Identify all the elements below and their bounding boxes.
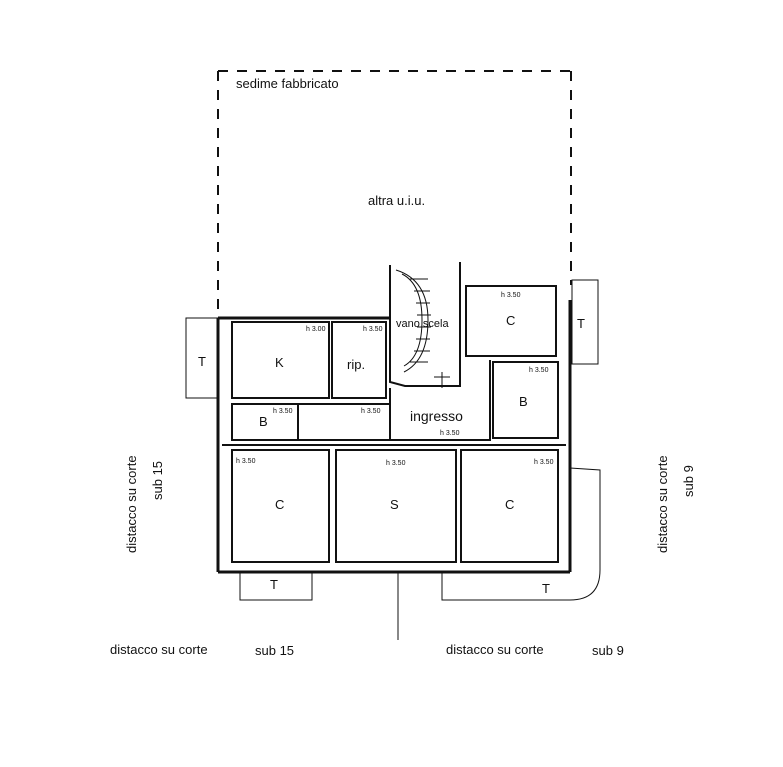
top-area-label: sedime fabbricato xyxy=(236,76,339,91)
stair-treads xyxy=(395,269,450,388)
bottom-left-annotation: distacco su corte xyxy=(110,642,208,657)
room-living-label: S xyxy=(390,497,399,512)
bottom-right-sub: sub 9 xyxy=(592,643,624,658)
entrance-label: ingresso xyxy=(410,408,463,424)
right-side-sub: sub 9 xyxy=(681,465,696,497)
terrace-bottom-right-label: T xyxy=(542,581,550,596)
height-kitchen: h 3.00 xyxy=(306,326,326,333)
bottom-right-annotation: distacco su corte xyxy=(446,642,544,657)
right-side-annotation: distacco su corte xyxy=(655,455,670,553)
left-side-sub: sub 15 xyxy=(150,460,165,500)
height-living: h 3.50 xyxy=(386,460,406,467)
height-bath-left: h 3.50 xyxy=(273,408,293,415)
stair-label: vano scela xyxy=(396,318,449,330)
left-side-annotation: distacco su corte xyxy=(124,455,139,553)
height-storage: h 3.50 xyxy=(363,326,383,333)
room-bath-left-label: B xyxy=(259,414,268,429)
room-bedroom-left-label: C xyxy=(275,497,284,512)
height-bedroom-left: h 3.50 xyxy=(236,458,256,465)
upper-unit-label: altra u.i.u. xyxy=(368,193,425,208)
bottom-left-sub: sub 15 xyxy=(255,643,295,658)
height-bedroom-right: h 3.50 xyxy=(534,459,554,466)
terrace-right-label: T xyxy=(577,316,585,331)
terrace-left-label: T xyxy=(198,354,206,369)
room-storage-label: rip. xyxy=(347,357,365,372)
room-kitchen-label: K xyxy=(275,355,284,370)
height-corridor: h 3.50 xyxy=(361,408,381,415)
room-bedroom-top-right-label: C xyxy=(506,313,515,328)
terrace-bottom-left-label: T xyxy=(270,577,278,592)
building-footprint-outline xyxy=(217,70,572,315)
outer-walls xyxy=(216,300,572,574)
height-entrance: h 3.50 xyxy=(440,430,460,437)
room-bedroom-right-label: C xyxy=(505,497,514,512)
terraces xyxy=(185,279,601,640)
height-bath-right: h 3.50 xyxy=(529,367,549,374)
interior-walls xyxy=(222,262,566,563)
height-top-right: h 3.50 xyxy=(501,292,521,299)
room-bath-right-label: B xyxy=(519,394,528,409)
